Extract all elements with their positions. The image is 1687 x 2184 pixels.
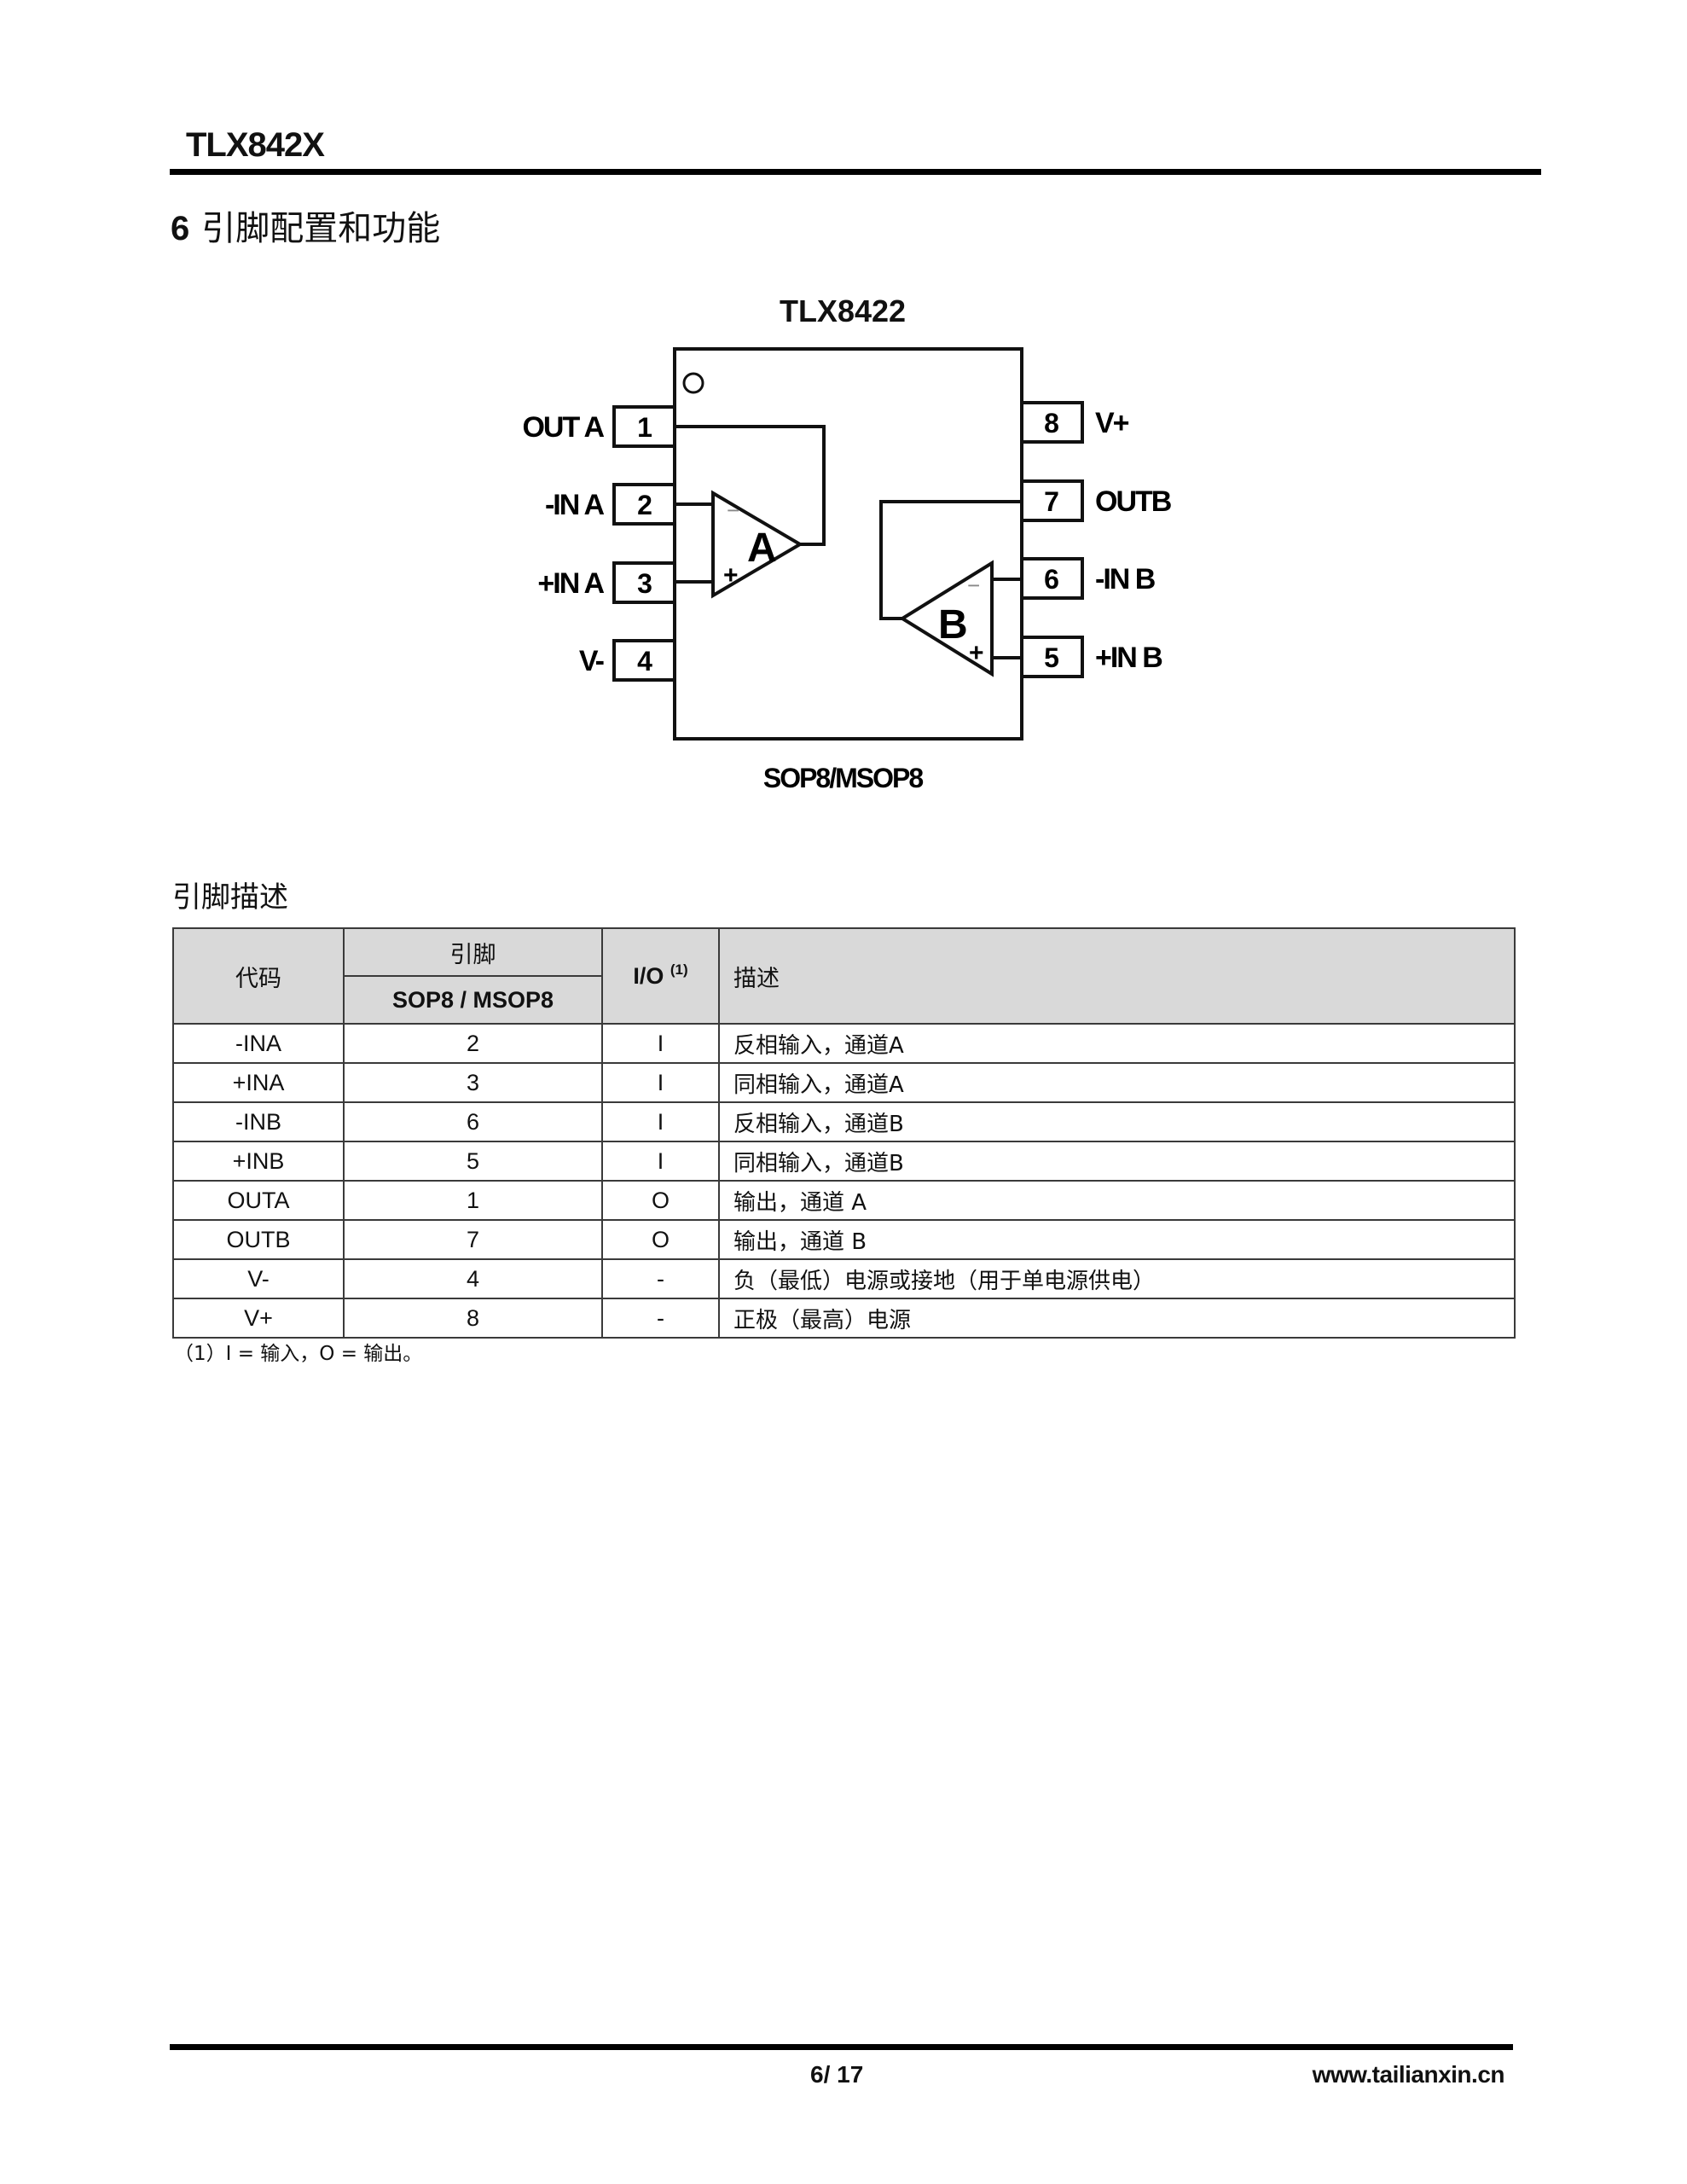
cell-code: -INB xyxy=(172,1101,345,1142)
feedback-wire-a xyxy=(675,425,826,546)
table-row: +INA 3 I 同相输入，通道A xyxy=(172,1062,1516,1103)
pin-name: -IN B xyxy=(1095,563,1156,595)
table-row: V- 4 - 负（最低）电源或接地（用于单电源供电） xyxy=(172,1258,1516,1299)
header-description: 描述 xyxy=(718,927,1516,1025)
amp-a-plus: + xyxy=(723,561,739,590)
cell-code: V- xyxy=(172,1258,345,1299)
table-row: +INB 5 I 同相输入，通道B xyxy=(172,1141,1516,1182)
right-pin-8: 8 V+ xyxy=(1020,401,1131,444)
table-row: -INA 2 I 反相输入，通道A xyxy=(172,1023,1516,1064)
cell-code: V+ xyxy=(172,1298,345,1339)
amp-b-label: B xyxy=(938,602,968,648)
right-pin-5: 5 +IN B xyxy=(1020,636,1164,678)
cell-description: 负（最低）电源或接地（用于单电源供电） xyxy=(718,1258,1516,1299)
pin1-marker-icon xyxy=(682,372,704,394)
pin-number: 2 xyxy=(637,490,652,520)
pin-number: 5 xyxy=(1044,642,1059,673)
cell-description: 输出，通道 A xyxy=(718,1180,1516,1221)
section-number: 6 xyxy=(171,210,190,247)
pin-number: 8 xyxy=(1044,408,1059,439)
cell-pin: 1 xyxy=(343,1180,603,1221)
pin-name: +IN A xyxy=(537,567,604,600)
section-heading: 6 引脚配置和功能 xyxy=(171,206,440,251)
pin-name: -IN A xyxy=(545,489,605,521)
cell-description: 反相输入，通道A xyxy=(718,1023,1516,1064)
footer-rule xyxy=(170,2044,1513,2050)
amp-b-plus: + xyxy=(969,639,984,667)
cell-code: +INA xyxy=(172,1062,345,1103)
table-row: OUTA 1 O 输出，通道 A xyxy=(172,1180,1516,1221)
cell-pin: 6 xyxy=(343,1101,603,1142)
cell-code: -INA xyxy=(172,1023,345,1064)
cell-pin: 4 xyxy=(343,1258,603,1299)
pin-number: 3 xyxy=(637,568,652,599)
cell-io: I xyxy=(601,1062,720,1103)
pin-name: V- xyxy=(579,645,604,677)
cell-code: +INB xyxy=(172,1141,345,1182)
feedback-wire-b xyxy=(879,500,1022,620)
amp-a-minus: − xyxy=(727,497,739,523)
pin-number: 6 xyxy=(1044,564,1059,595)
amp-a-triangle xyxy=(711,490,803,599)
cell-code: OUTB xyxy=(172,1219,345,1260)
header-io-label: I/O xyxy=(633,962,664,989)
right-pin-7: 7 OUTB xyxy=(1020,479,1174,522)
cell-io: O xyxy=(601,1219,720,1260)
pin-name: V+ xyxy=(1095,407,1129,439)
cell-pin: 7 xyxy=(343,1219,603,1260)
right-pin-6: 6 -IN B xyxy=(1020,557,1157,600)
header-pin: 引脚 xyxy=(343,927,603,977)
amp-b-triangle xyxy=(899,560,994,677)
amp-a-label: A xyxy=(747,526,777,571)
header-package: SOP8 / MSOP8 xyxy=(343,975,603,1025)
section-title: 引脚配置和功能 xyxy=(201,209,441,248)
pin-name: OUT A xyxy=(522,411,604,444)
table-row: OUTB 7 O 输出，通道 B xyxy=(172,1219,1516,1260)
table-footnote: （1）I = 输入，O = 输出。 xyxy=(174,1343,423,1365)
cell-description: 正极（最高）电源 xyxy=(718,1298,1516,1339)
pin-number: 4 xyxy=(637,646,652,677)
op-amp-a-icon: − + A xyxy=(675,425,826,599)
left-pin-2: 2 -IN A xyxy=(545,483,676,526)
left-pin-1: 1 OUT A xyxy=(522,405,676,448)
website-link[interactable]: www.tailianxin.cn xyxy=(1312,2061,1505,2088)
cell-io: I xyxy=(601,1141,720,1182)
header-code: 代码 xyxy=(172,927,345,1025)
cell-description: 同相输入，通道B xyxy=(718,1141,1516,1182)
cell-io: - xyxy=(601,1298,720,1339)
table-heading: 引脚描述 xyxy=(172,880,288,915)
cell-io: I xyxy=(601,1101,720,1142)
cell-description: 输出，通道 B xyxy=(718,1219,1516,1260)
cell-description: 同相输入，通道A xyxy=(718,1062,1516,1103)
page-number: 6/ 17 xyxy=(810,2061,864,2088)
amp-b-minus: − xyxy=(967,572,980,598)
header-io: I/O (1) xyxy=(601,927,720,1025)
left-pin-4: 4 V- xyxy=(579,639,676,682)
chip-body xyxy=(673,347,1023,741)
cell-io: I xyxy=(601,1023,720,1064)
part-name: TLX8422 xyxy=(780,293,906,328)
cell-pin: 8 xyxy=(343,1298,603,1339)
cell-pin: 2 xyxy=(343,1023,603,1064)
header-io-note: (1) xyxy=(670,961,688,978)
cell-pin: 3 xyxy=(343,1062,603,1103)
pin-name: OUTB xyxy=(1095,485,1172,518)
pin-description-table: 代码 引脚 I/O (1) 描述 SOP8 / MSOP8 -INA 2 I 反… xyxy=(172,927,1516,1339)
cell-description: 反相输入，通道B xyxy=(718,1101,1516,1142)
document-title: TLX842X xyxy=(186,126,325,164)
table-row: V+ 8 - 正极（最高）电源 xyxy=(172,1298,1516,1339)
package-label: SOP8/MSOP8 xyxy=(763,763,924,793)
table-row: -INB 6 I 反相输入，通道B xyxy=(172,1101,1516,1142)
pinout-diagram: TLX8422 1 OUT A 2 -IN A 3 +IN A 4 V- 8 V… xyxy=(522,293,1174,793)
pin-name: +IN B xyxy=(1095,642,1162,674)
left-pin-3: 3 +IN A xyxy=(537,561,676,604)
cell-pin: 5 xyxy=(343,1141,603,1182)
cell-io: O xyxy=(601,1180,720,1221)
cell-code: OUTA xyxy=(172,1180,345,1221)
pin-number: 1 xyxy=(637,412,652,443)
header-rule xyxy=(170,169,1541,175)
pin-number: 7 xyxy=(1044,486,1059,517)
cell-io: - xyxy=(601,1258,720,1299)
op-amp-b-icon: − + B xyxy=(879,500,1022,677)
